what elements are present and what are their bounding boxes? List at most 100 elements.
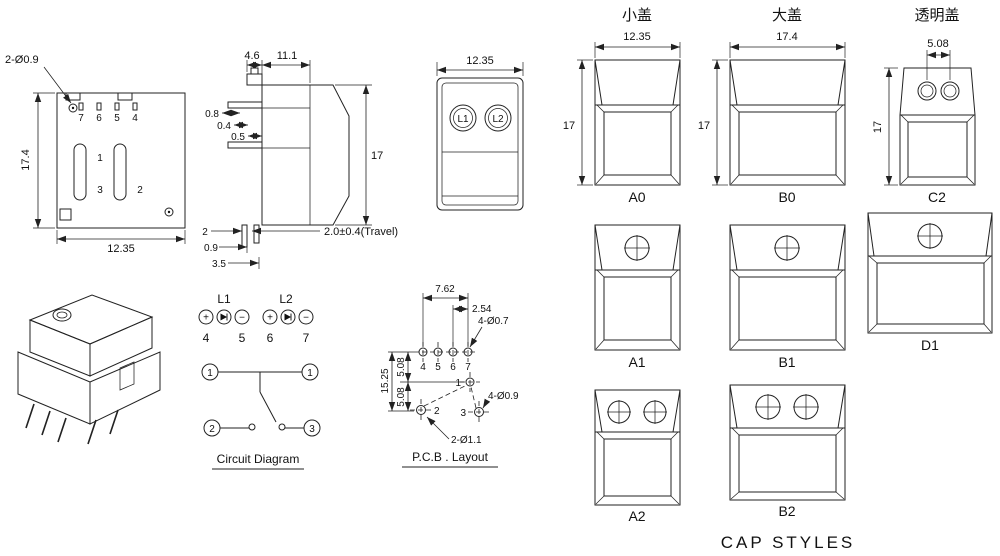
cap-style-label: B1 [778,354,795,370]
dim-label: 4-Ø0.7 [478,316,509,327]
dim-label-width: 12.35 [466,55,494,67]
hole-number: 1 [455,378,461,389]
cap-d1: D1 [867,212,993,353]
cap-front-face [29,319,91,377]
led-symbol [216,309,232,325]
body-right-face [89,351,161,425]
node-number: 1 [307,368,313,379]
dim-label: 2 [202,227,208,238]
dim-label: 3.5 [212,259,226,270]
side-view-drawing: 4.6 11.1 0.8 0.4 0.5 17 2 0.9 3.5 2.0±0.… [202,50,398,270]
dim-label-height: 17.4 [20,149,32,170]
led-lens [484,104,512,132]
dim-label: 4-Ø0.9 [488,391,519,402]
cathode-symbol [234,309,250,325]
dim-label: 0.9 [204,243,218,254]
pcb-hole [433,347,443,357]
node-number: 2 [209,424,215,435]
dim-label: 5.08 [396,387,407,407]
dim-label: 5.08 [927,38,948,50]
pin-number: 7 [303,331,310,345]
dim-label: 17 [698,120,710,132]
minus-icon: − [239,313,245,324]
hole-number: 5 [435,362,441,373]
node-number: 1 [207,368,213,379]
bottom-pin [253,224,260,244]
side-pin [227,141,263,149]
cap-style-label: D1 [921,337,939,353]
dim-label: 7.62 [435,284,455,295]
led-label: L1 [457,114,469,125]
hole-number: 2 [434,406,440,417]
led-label: L2 [492,114,504,125]
dim-label: 11.1 [277,50,298,62]
hole-number: 4 [420,362,426,373]
pcb-hole [418,347,428,357]
led-label: L1 [217,292,231,306]
cap-style-label: A2 [628,508,645,524]
cap-top-face [28,294,154,345]
dim-label: 17 [872,121,884,133]
plus-icon: + [203,313,209,324]
dim-label-height: 17 [371,150,383,162]
dim-label: 0.4 [217,121,231,132]
minus-icon: − [303,313,309,324]
plus-icon: + [267,313,273,324]
dim-label-travel: 2.0±0.4(Travel) [324,226,398,238]
anode-symbol [198,309,214,325]
pcb-hole [463,347,473,357]
cap-style-label: A0 [628,189,645,205]
pcb-layout: 4 5 6 7 1 2 3 7.62 2.54 4-Ø0.7 [380,284,519,468]
led-symbol [280,309,296,325]
terminal-number: 3 [97,185,103,196]
pin-number: 5 [239,331,246,345]
hole-number: 6 [450,362,456,373]
body-front-face [17,351,91,425]
dim-label: 4.6 [244,50,259,62]
cap-b1: B1 [729,224,846,370]
circuit-diagram-title: Circuit Diagram [217,452,300,466]
pin-number: 5 [114,113,120,124]
cap-column-header-large: 大盖 [772,7,802,24]
dim-label-hole: 2-Ø0.9 [5,54,39,66]
pin-number: 4 [132,113,138,124]
top-body-outline [436,77,524,211]
cap-style-label: A1 [628,354,645,370]
dim-label: 2.54 [472,304,492,315]
front-body-outline [56,92,186,229]
hole-number: 7 [465,362,471,373]
pcb-hole [448,347,458,357]
dim-label: 5.08 [396,357,407,377]
pin-number: 4 [203,331,210,345]
dim-label: 0.5 [231,132,245,143]
side-pin [227,101,263,109]
front-view-drawing: 7 6 5 4 1 3 2 2-Ø0.9 17.4 12.35 [5,54,186,255]
dim-label: 0.8 [205,109,219,120]
terminal-number: 1 [97,153,103,164]
dim-label: 15.25 [380,368,391,393]
cap-a1: A1 [594,224,681,370]
plunger [246,73,263,86]
pin-number: 7 [78,113,84,124]
terminal-slot [73,143,87,201]
terminal-number: 2 [137,185,143,196]
cap-right-face [89,316,153,377]
pin-number: 6 [96,113,102,124]
cap-styles-title: CAP STYLES [721,533,856,552]
hole-number: 3 [460,408,466,419]
cap-style-label: B2 [778,503,795,519]
cap-column-header-small: 小盖 [622,7,652,24]
pcb-hole [416,405,426,415]
led-hole [917,81,937,101]
led-hole [940,81,960,101]
dim-label: 12.35 [623,31,651,43]
cathode-symbol [298,309,314,325]
anode-symbol [262,309,278,325]
side-body-outline [261,84,350,226]
pcb-hole [465,377,475,387]
bottom-pin [241,224,248,248]
terminal-slot [113,143,127,201]
cap-style-label: C2 [928,189,946,205]
pcb-hole [474,407,484,417]
cap-a0: 12.35 17 A0 [563,31,681,205]
